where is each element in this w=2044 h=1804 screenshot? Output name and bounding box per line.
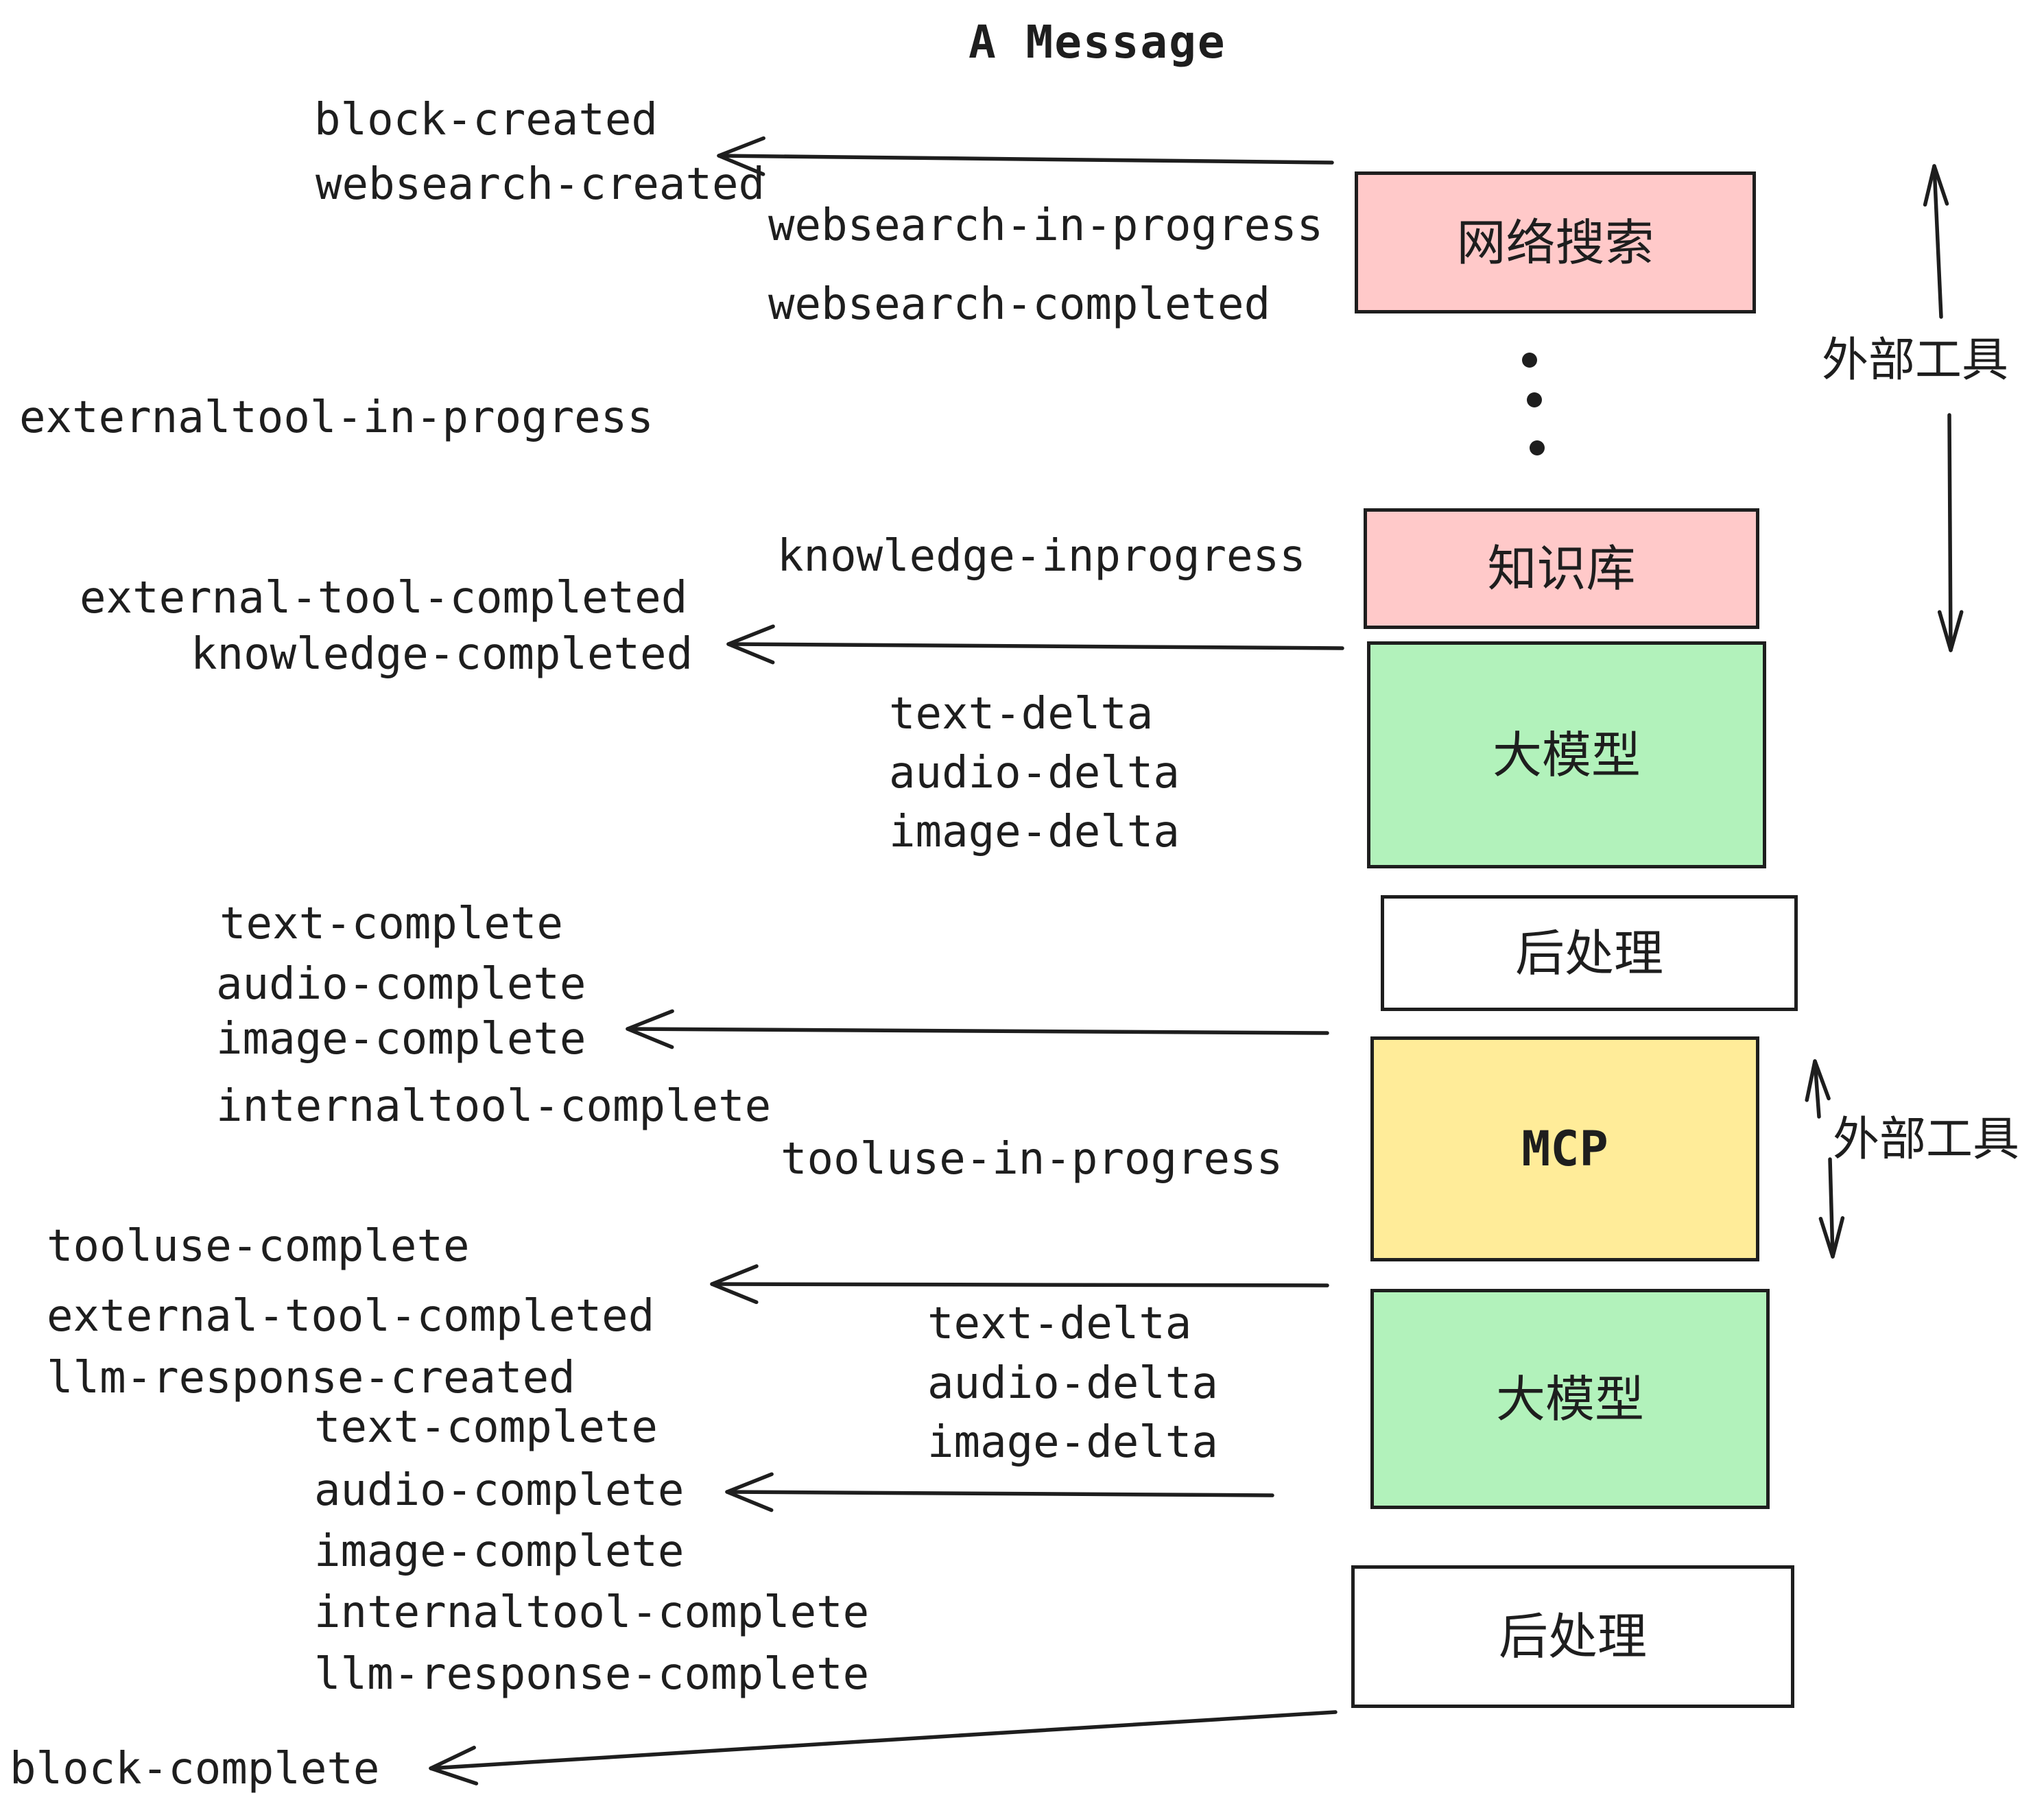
event-label-externaltool-in-progress: externaltool-in-progress (19, 392, 654, 443)
event-label-external-tool-completed: external-tool-completed (80, 573, 688, 624)
arrow-to-block-complete (429, 1710, 1338, 1785)
event-label-internaltool-complete: internaltool-complete (216, 1081, 772, 1132)
event-label-knowledge-inprogress: knowledge-inprogress (777, 531, 1306, 582)
node-postprocess-2: 后处理 (1351, 1565, 1794, 1708)
node-postprocess-1: 后处理 (1381, 895, 1798, 1011)
event-label-websearch-in-progress: websearch-in-progress (768, 200, 1324, 251)
node-mcp: MCP (1370, 1036, 1759, 1261)
node-knowledge: 知识库 (1364, 508, 1759, 629)
event-label-websearch-completed: websearch-completed (768, 279, 1271, 330)
event-label-tooluse-in-progress: tooluse-in-progress (781, 1134, 1283, 1185)
node-postprocess-1-label: 后处理 (1514, 924, 1663, 982)
arrow-external-tools-up-2 (1805, 1059, 1831, 1119)
event-label-image-complete: image-complete (314, 1526, 685, 1577)
node-knowledge-label: 知识库 (1487, 540, 1636, 597)
side-label-external-tools-2: 外部工具 (1833, 1113, 2020, 1167)
node-llm-1: 大模型 (1367, 641, 1766, 868)
event-label-text-complete: text-complete (219, 899, 563, 949)
event-label-block-complete: block-complete (10, 1744, 380, 1794)
event-label-audio-complete: audio-complete (314, 1465, 685, 1516)
node-llm-2: 大模型 (1370, 1289, 1770, 1509)
node-llm-2-label: 大模型 (1495, 1370, 1644, 1428)
event-label-text-complete: text-complete (314, 1402, 658, 1453)
node-websearch: 网络搜索 (1355, 171, 1756, 313)
event-label-llm-response-complete: llm-response-complete (314, 1649, 870, 1700)
event-label-websearch-created: websearch-created (316, 159, 765, 210)
event-label-image-delta: image-delta (889, 807, 1180, 857)
arrow-to-external-tool-completed (710, 1264, 1329, 1305)
event-label-image-complete: image-complete (216, 1014, 586, 1065)
arrow-to-image-complete (626, 1009, 1329, 1049)
arrow-external-tools-down-2 (1818, 1157, 1845, 1259)
arrow-to-knowledge-completed (726, 624, 1344, 665)
event-label-llm-response-created: llm-response-created (47, 1353, 575, 1403)
event-label-image-delta: image-delta (927, 1417, 1218, 1468)
node-postprocess-2-label: 后处理 (1498, 1608, 1647, 1665)
event-label-text-delta: text-delta (927, 1298, 1192, 1349)
node-websearch-label: 网络搜索 (1456, 213, 1654, 272)
arrow-to-block-created (717, 136, 1334, 176)
arrow-to-audio-complete (725, 1472, 1274, 1512)
side-label-external-tools-1: 外部工具 (1822, 333, 2009, 388)
event-label-external-tool-completed: external-tool-completed (47, 1291, 655, 1342)
event-label-tooluse-complete: tooluse-complete (47, 1221, 470, 1272)
event-label-text-delta: text-delta (889, 689, 1154, 739)
event-label-internaltool-complete: internaltool-complete (314, 1587, 870, 1638)
arrow-external-tools-up-1 (1923, 164, 1949, 319)
node-mcp-label: MCP (1521, 1121, 1608, 1177)
event-label-audio-delta: audio-delta (927, 1358, 1218, 1409)
event-label-block-created: block-created (314, 95, 658, 145)
arrow-external-tools-down-1 (1937, 413, 1964, 652)
vertical-ellipsis (1522, 353, 1545, 455)
node-llm-1-label: 大模型 (1492, 726, 1641, 784)
event-label-knowledge-completed: knowledge-completed (191, 629, 693, 680)
event-label-audio-complete: audio-complete (216, 959, 586, 1010)
diagram-title: A Message (968, 16, 1226, 69)
event-label-audio-delta: audio-delta (889, 748, 1180, 798)
